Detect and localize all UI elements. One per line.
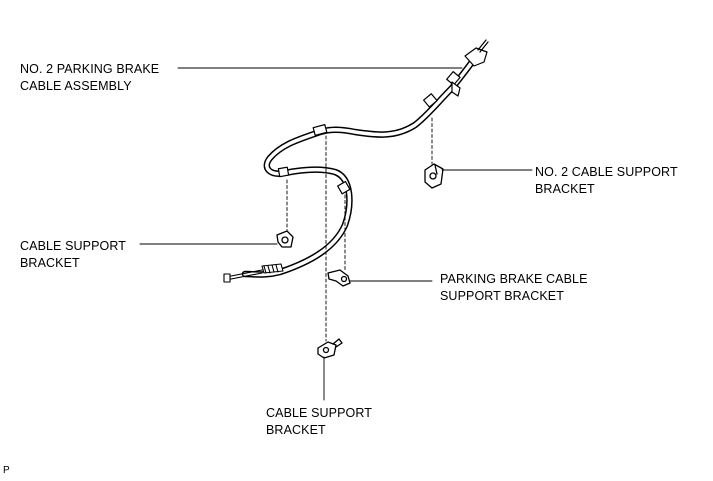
label-parking-brake-cable-support-bracket: PARKING BRAKE CABLE SUPPORT BRACKET [440,272,588,303]
label-cable-support-bracket-left: CABLE SUPPORT BRACKET [20,239,126,270]
label-no2-cable-support-bracket: NO. 2 CABLE SUPPORT BRACKET [535,165,678,196]
cable-front-threaded-end [223,263,284,283]
leader-lines [139,67,533,401]
label-no2-parking-brake-cable-assembly: NO. 2 PARKING BRAKE CABLE ASSEMBLY [20,62,160,93]
cable-support-bracket-bottom-part [317,135,343,359]
parking-brake-cable-support-bracket-part [327,194,351,287]
parking-brake-cable [241,51,481,278]
footer-code: P [3,465,10,476]
no2-cable-support-bracket-part [424,117,444,189]
cable-top-end-fitting [451,39,489,97]
label-cable-support-bracket-bottom: CABLE SUPPORT BRACKET [266,406,372,437]
cable-support-bracket-left-part [276,179,294,248]
